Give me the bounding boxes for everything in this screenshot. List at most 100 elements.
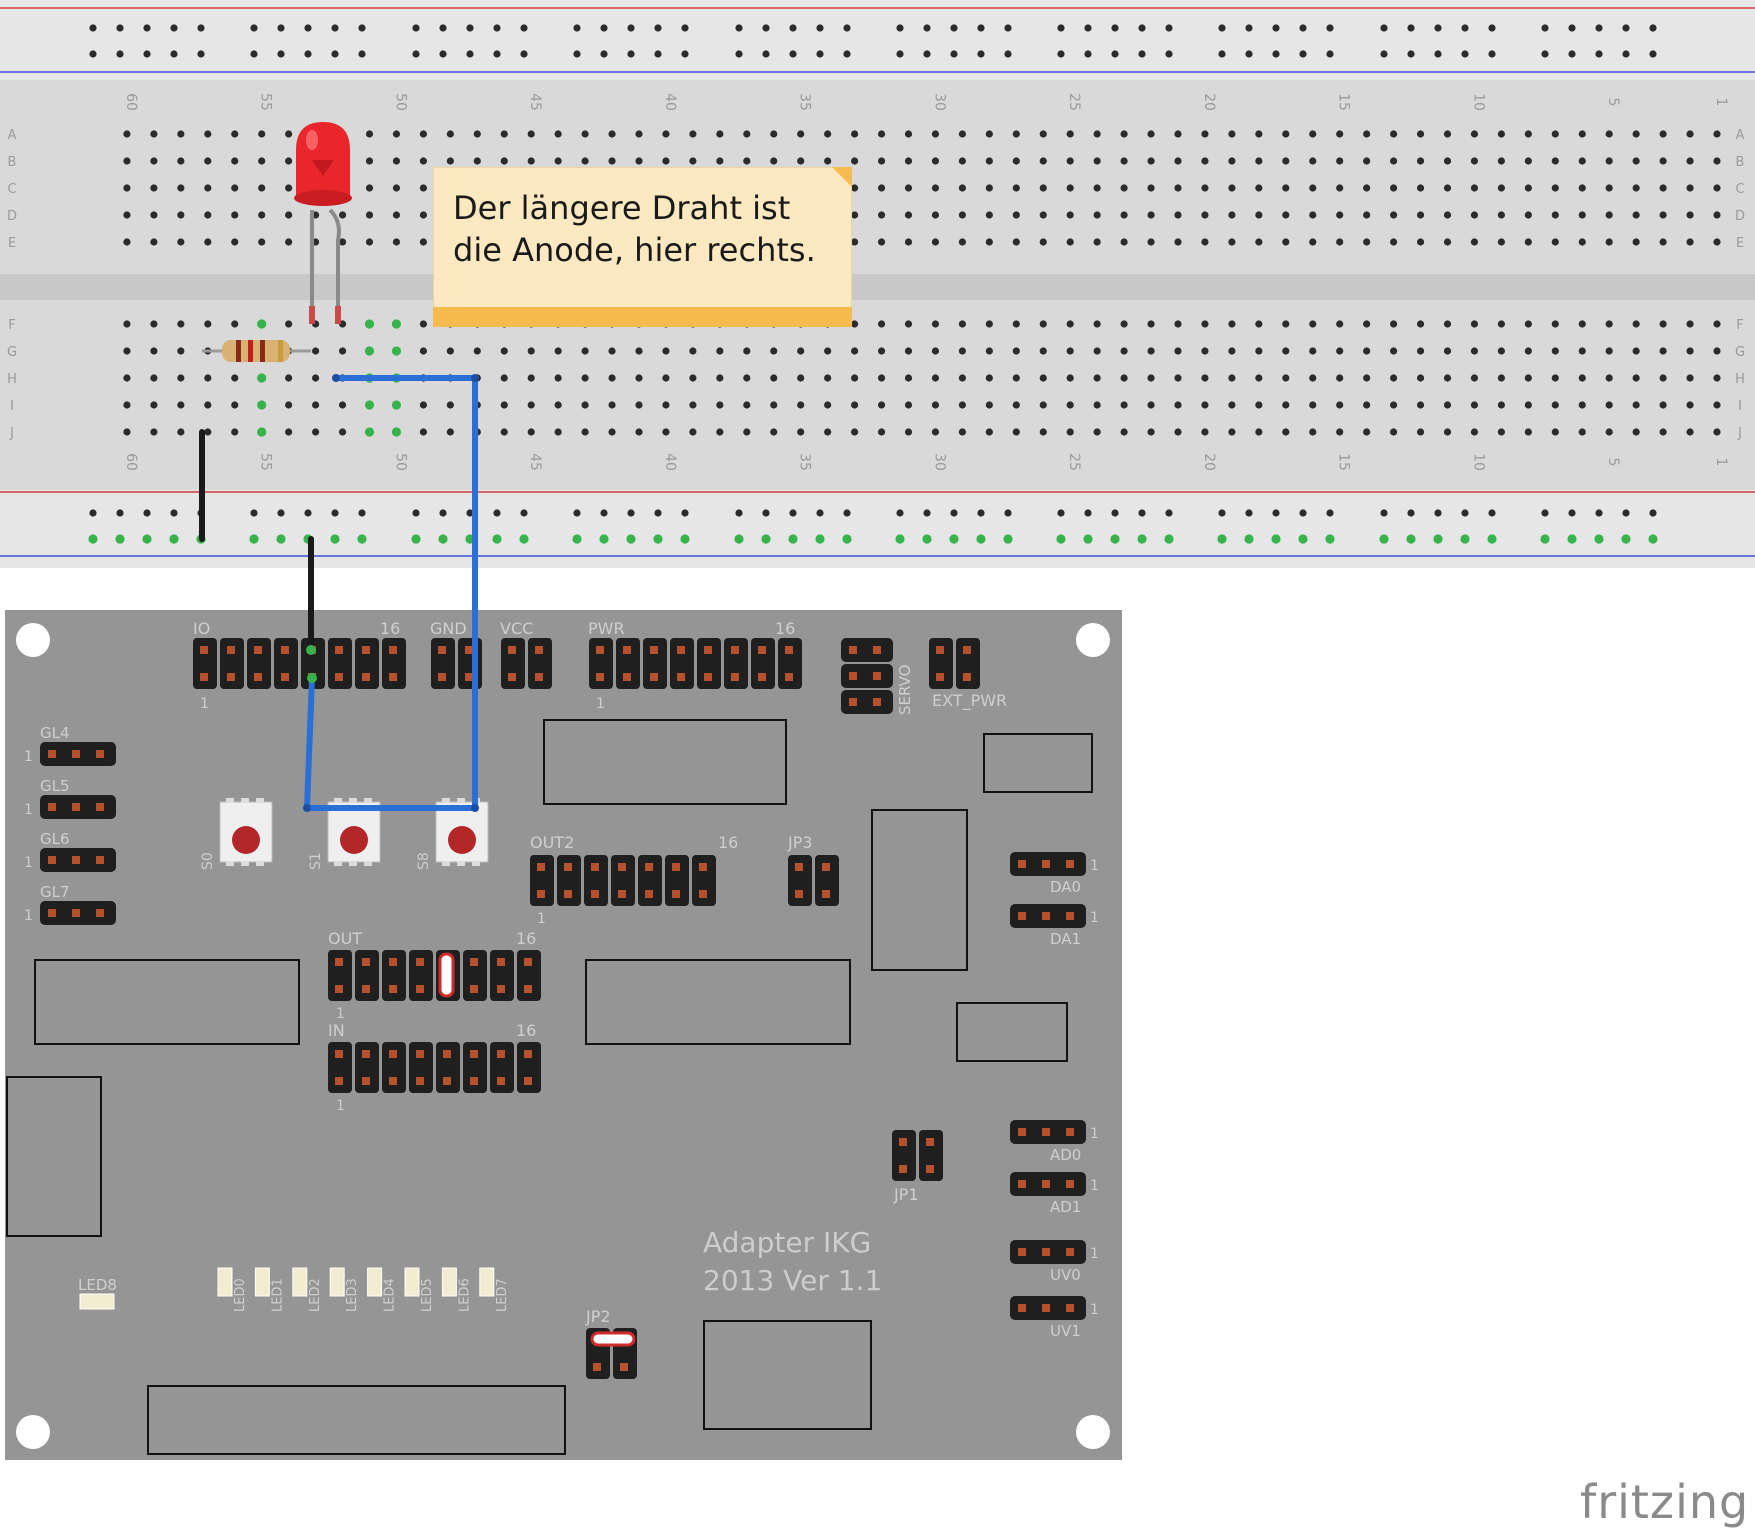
breadboard-hole[interactable] [1093,374,1101,382]
power-bus-hole[interactable] [493,50,501,58]
breadboard-hole[interactable] [1578,401,1586,409]
breadboard-hole[interactable] [770,401,778,409]
breadboard-hole[interactable] [1012,211,1020,219]
breadboard-hole[interactable] [500,428,508,436]
breadboard-hole[interactable] [1039,374,1047,382]
breadboard-hole[interactable] [581,374,589,382]
header-pin[interactable] [936,673,944,681]
breadboard-hole[interactable] [1416,130,1425,138]
breadboard-hole[interactable] [1093,238,1101,246]
power-bus-hole[interactable] [950,24,958,32]
header-pin[interactable] [873,698,881,706]
out-header[interactable] [328,950,541,1001]
power-bus-hole[interactable] [627,50,635,58]
header-pin[interactable] [1042,1180,1050,1188]
breadboard-hole[interactable] [1039,238,1047,246]
header-pin[interactable] [645,890,653,898]
breadboard-hole[interactable] [851,157,859,165]
breadboard-hole[interactable] [1093,347,1101,355]
header-pin[interactable] [645,863,653,871]
breadboard-hole[interactable] [1497,184,1505,192]
breadboard-hole[interactable] [177,401,185,409]
header-pin[interactable] [1018,1304,1026,1312]
breadboard-hole[interactable] [1713,130,1721,138]
breadboard-hole[interactable] [1012,347,1020,355]
power-bus-hole[interactable] [1568,24,1576,32]
breadboard-hole[interactable] [1120,130,1128,138]
power-bus-hole[interactable] [1299,50,1307,58]
breadboard-hole[interactable] [1066,238,1074,246]
power-bus-hole[interactable] [1380,24,1388,32]
breadboard-hole[interactable] [1390,211,1398,219]
breadboard-hole[interactable] [1228,428,1236,436]
power-bus-hole[interactable] [1164,534,1174,544]
header-pin[interactable] [677,646,685,654]
header-pin[interactable] [963,646,971,654]
breadboard-hole[interactable] [1363,130,1371,138]
header-pin[interactable] [416,1077,424,1085]
breadboard-hole[interactable] [500,374,508,382]
header-pin[interactable] [335,1050,343,1058]
power-bus-hole[interactable] [976,534,986,544]
breadboard-hole[interactable] [177,184,185,192]
ad1[interactable] [1010,1172,1086,1196]
power-bus-hole[interactable] [977,50,985,58]
breadboard-hole[interactable] [985,428,993,436]
power-bus-hole[interactable] [143,24,151,32]
breadboard-hole[interactable] [150,238,158,246]
header-pin[interactable] [389,1050,397,1058]
breadboard-hole[interactable] [257,427,267,437]
breadboard-hole[interactable] [743,347,751,355]
header-pin[interactable] [416,985,424,993]
breadboard-hole[interactable] [1228,374,1236,382]
breadboard-hole[interactable] [338,238,347,246]
breadboard-hole[interactable] [1282,401,1290,409]
breadboard-hole[interactable] [743,401,751,409]
breadboard-hole[interactable] [1228,347,1236,355]
breadboard-hole[interactable] [1363,428,1371,436]
breadboard-hole[interactable] [1039,211,1047,219]
header-pin[interactable] [362,646,370,654]
header-pin[interactable] [524,1050,532,1058]
breadboard-hole[interactable] [1524,157,1532,165]
breadboard-hole[interactable] [1605,184,1613,192]
breadboard-hole[interactable] [931,130,940,138]
breadboard-hole[interactable] [123,130,131,138]
breadboard-hole[interactable] [1282,428,1290,436]
power-bus-hole[interactable] [197,24,205,32]
servo-header-2[interactable] [841,664,893,688]
power-bus-hole[interactable] [1622,24,1630,32]
breadboard-hole[interactable] [1524,428,1532,436]
breadboard-hole[interactable] [1174,184,1182,192]
breadboard-hole[interactable] [1012,238,1020,246]
header-pin[interactable] [465,646,473,654]
header-pin[interactable] [389,985,397,993]
breadboard-hole[interactable] [1605,374,1613,382]
breadboard-hole[interactable] [231,238,239,246]
header-pin[interactable] [1018,860,1026,868]
breadboard-hole[interactable] [177,320,185,328]
gl-header[interactable] [40,848,116,872]
breadboard-hole[interactable] [1309,184,1317,192]
breadboard-hole[interactable] [527,157,535,165]
breadboard-hole[interactable] [1686,401,1694,409]
breadboard-hole[interactable] [1066,401,1074,409]
breadboard-hole[interactable] [958,157,967,165]
power-bus-hole[interactable] [493,509,501,517]
breadboard-hole[interactable] [1686,347,1694,355]
breadboard-hole[interactable] [446,157,454,165]
uv1[interactable] [1010,1296,1086,1320]
header-pin[interactable] [618,863,626,871]
breadboard-hole[interactable] [419,130,427,138]
power-bus-hole[interactable] [1595,509,1603,517]
breadboard-hole[interactable] [851,374,859,382]
breadboard-hole[interactable] [1039,428,1047,436]
breadboard-hole[interactable] [608,428,616,436]
breadboard-hole[interactable] [1201,238,1209,246]
breadboard-hole[interactable] [1416,374,1425,382]
power-bus-hole[interactable] [815,534,825,544]
breadboard-hole[interactable] [985,347,993,355]
power-bus-hole[interactable] [466,50,474,58]
breadboard-hole[interactable] [1470,320,1479,328]
breadboard-hole[interactable] [1228,238,1236,246]
